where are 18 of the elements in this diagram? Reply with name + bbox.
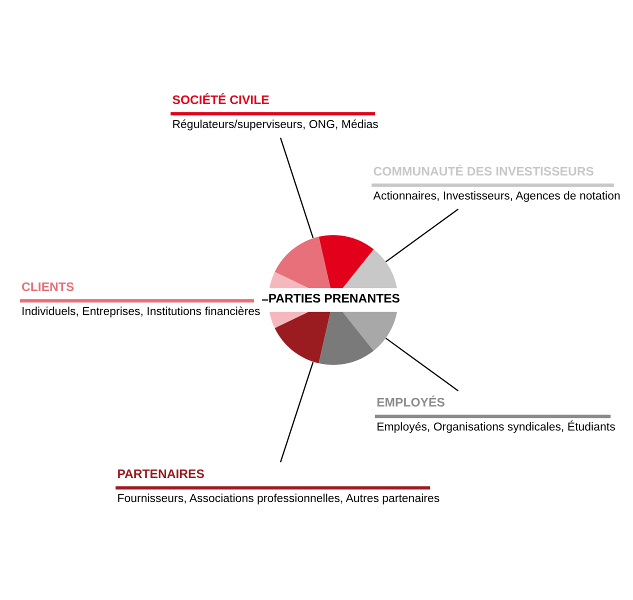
node-box <box>170 112 376 116</box>
node-box <box>374 414 611 418</box>
connector <box>385 338 459 392</box>
node-label: EMPLOYÉS <box>376 396 445 410</box>
node-label: SOCIÉTÉ CIVILE <box>172 92 270 107</box>
node-box <box>20 299 254 302</box>
node-label: Individuels, Entreprises, Institutions financières <box>22 306 260 318</box>
connector <box>280 138 314 238</box>
connector <box>385 208 459 262</box>
connector <box>280 362 314 462</box>
node-label: CLIENTS <box>22 280 74 294</box>
node-box <box>116 486 430 490</box>
node-label: Actionnaires, Investisseurs, Agences de notation <box>373 190 620 202</box>
node-box <box>372 184 614 187</box>
node-label: Employés, Organisations syndicales, Étudiants <box>376 422 616 434</box>
node-label: PARTENAIRES <box>117 467 204 482</box>
node-label: Fournisseurs, Associations professionnelles, Autres partenaires <box>117 493 440 506</box>
node-label: Régulateurs/superviseurs, ONG, Médias <box>172 118 378 131</box>
